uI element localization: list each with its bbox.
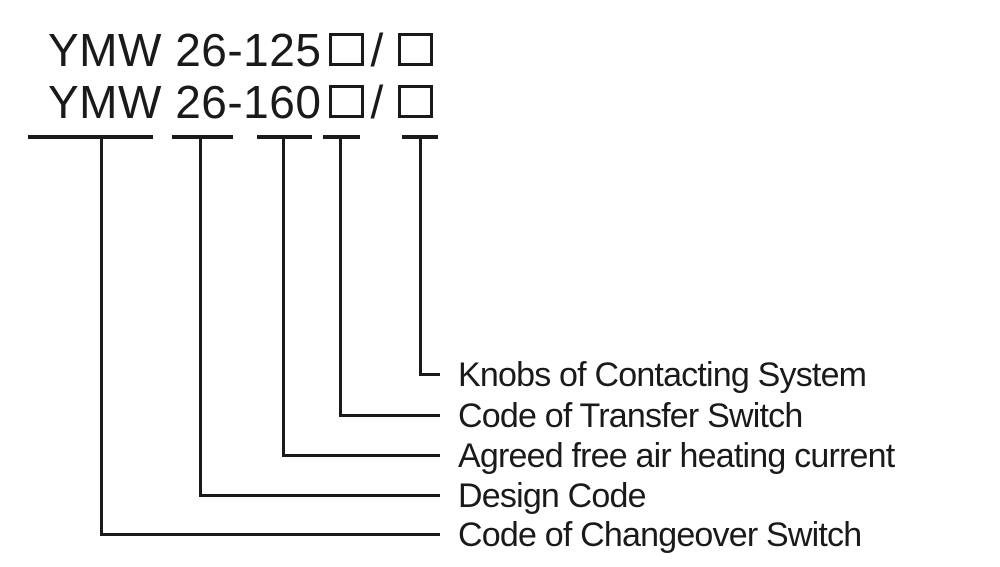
model-line-160: YMW 26-160 / xyxy=(48,76,433,128)
separator-slash: / xyxy=(370,76,384,128)
underline-changeover-code xyxy=(28,135,153,139)
underline-design-code xyxy=(172,135,233,139)
connector-line-design xyxy=(199,139,440,497)
underline-knobs xyxy=(402,135,438,139)
separator-slash: / xyxy=(370,24,384,76)
connector-line-knobs xyxy=(419,139,440,376)
model-code-125: YMW 26-125 xyxy=(48,24,322,76)
model-number-block: YMW 26-125 / YMW 26-160 / xyxy=(48,24,433,128)
label-design-code: Design Code xyxy=(458,477,647,515)
underline-transfer-switch xyxy=(323,135,360,139)
label-knobs-of-contacting-system: Knobs of Contacting System xyxy=(458,356,867,394)
placeholder-box xyxy=(329,33,365,66)
model-code-160: YMW 26-160 xyxy=(48,76,322,128)
connector-line-heating xyxy=(282,139,440,457)
placeholder-box xyxy=(397,85,433,118)
label-agreed-free-air-heating-current: Agreed free air heating current xyxy=(458,437,895,475)
placeholder-box xyxy=(329,85,365,118)
placeholder-box xyxy=(397,33,433,66)
underline-heating-current xyxy=(257,135,312,139)
connector-line-transfer xyxy=(339,139,440,417)
label-code-of-changeover-switch: Code of Changeover Switch xyxy=(458,516,862,554)
model-line-125: YMW 26-125 / xyxy=(48,24,433,76)
connector-line-changeover xyxy=(100,139,440,536)
label-code-of-transfer-switch: Code of Transfer Switch xyxy=(458,397,803,435)
